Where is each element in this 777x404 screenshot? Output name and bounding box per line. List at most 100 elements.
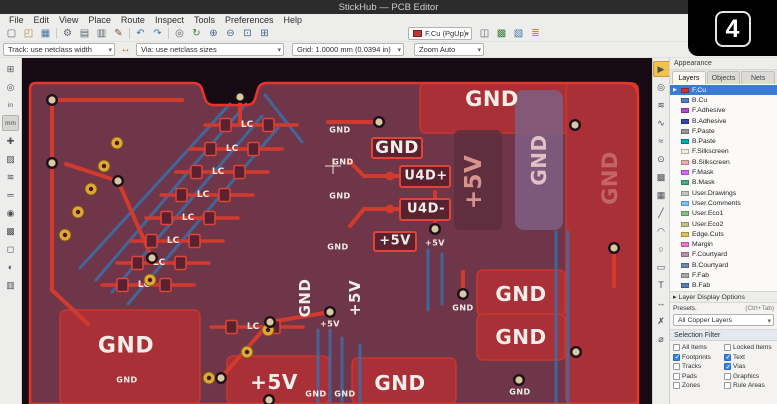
layer-color-swatch[interactable] <box>681 252 689 258</box>
checkbox-text[interactable] <box>724 353 731 361</box>
filter-pads[interactable]: Pads <box>673 372 723 380</box>
add-text-tool-icon[interactable]: T <box>658 280 664 290</box>
layer-color-swatch[interactable] <box>681 262 689 268</box>
zoom-in-icon[interactable]: ⊕ <box>209 28 218 39</box>
layers-manager-toggle-icon[interactable]: ▥ <box>6 279 15 290</box>
filter-text[interactable]: Text <box>724 353 774 361</box>
layer-row-b-paste[interactable]: B.Paste <box>670 136 777 146</box>
tab-nets[interactable]: Nets <box>741 71 776 84</box>
local-ratsnest-tool-icon[interactable]: ≋ <box>657 99 665 110</box>
layer-row-b-mask[interactable]: B.Mask <box>670 178 777 188</box>
filter-zones[interactable]: Zones <box>673 382 723 389</box>
page-settings-icon[interactable]: ▤ <box>79 28 90 39</box>
layer-color-swatch[interactable] <box>681 108 689 114</box>
filter-rule-areas[interactable]: Rule Areas <box>724 382 774 389</box>
3d-viewer-icon[interactable]: ▧ <box>513 28 524 39</box>
save-board-icon[interactable]: ▦ <box>40 28 51 39</box>
zoom-out-icon[interactable]: ⊖ <box>226 28 235 39</box>
checkbox-zones[interactable] <box>673 382 680 389</box>
tab-objects[interactable]: Objects <box>706 71 741 84</box>
undo-icon[interactable]: ↶ <box>136 28 145 39</box>
titlebar[interactable]: StickHub — PCB Editor <box>0 0 777 14</box>
layer-color-swatch[interactable] <box>681 170 689 176</box>
layer-color-swatch[interactable] <box>681 200 689 206</box>
checkbox-vias[interactable] <box>724 363 731 371</box>
track-display-mode-icon[interactable]: ═ <box>7 190 14 200</box>
polar-coordinates-icon[interactable]: ◎ <box>6 81 15 92</box>
layer-row-user-drawings[interactable]: User.Drawings <box>670 188 777 198</box>
zone-display-mode-icon[interactable]: ▩ <box>6 225 15 236</box>
filter-tracks[interactable]: Tracks <box>673 363 723 370</box>
open-board-icon[interactable]: ◰ <box>23 28 34 39</box>
tab-layers[interactable]: Layers <box>672 71 706 84</box>
checkbox-all-items[interactable] <box>673 344 680 351</box>
refresh-view-icon[interactable]: ↻ <box>192 28 201 39</box>
menu-tools[interactable]: Tools <box>193 15 215 25</box>
layer-row-f-paste[interactable]: F.Paste <box>670 126 777 136</box>
layer-row-edge-cuts[interactable]: Edge.Cuts <box>670 229 777 239</box>
layer-row-f-adhesive[interactable]: F.Adhesive <box>670 106 777 116</box>
redo-icon[interactable]: ↷ <box>153 28 162 39</box>
layer-row-b-adhesive[interactable]: B.Adhesive <box>670 116 777 126</box>
add-zone-tool-icon[interactable]: ▩ <box>656 171 666 182</box>
layer-row-b-courtyard[interactable]: B.Courtyard <box>670 260 777 270</box>
layer-row-b-fab[interactable]: B.Fab <box>670 281 777 291</box>
layer-color-swatch[interactable] <box>681 149 689 155</box>
layer-row-f-mask[interactable]: F.Mask <box>670 167 777 177</box>
pad-display-mode-icon[interactable]: ◻ <box>6 243 15 254</box>
draw-line-tool-icon[interactable]: ╱ <box>658 207 664 218</box>
select-tool-icon[interactable]: ▶ <box>652 61 670 77</box>
layer-color-swatch[interactable] <box>681 272 689 278</box>
draw-rectangle-tool-icon[interactable]: ▭ <box>656 261 666 272</box>
dimension-tool-icon[interactable]: ↔ <box>656 298 666 308</box>
route-diff-pair-tool-icon[interactable]: ≈ <box>658 136 664 146</box>
checkbox-footprints[interactable] <box>673 353 680 361</box>
highlight-net-tool-icon[interactable]: ◎ <box>657 81 665 92</box>
via-size-dropdown[interactable]: Via: use netclass sizes <box>136 43 284 56</box>
layer-color-swatch[interactable] <box>681 159 689 165</box>
menu-route[interactable]: Route <box>120 15 145 25</box>
layer-row-f-fab[interactable]: F.Fab <box>670 270 777 280</box>
layer-color-swatch[interactable] <box>681 231 689 237</box>
toggle-grid-icon[interactable]: ⊞ <box>6 63 15 74</box>
delete-tool-icon[interactable]: ✗ <box>657 315 665 326</box>
filter-graphics[interactable]: Graphics <box>724 372 774 380</box>
menu-help[interactable]: Help <box>283 15 303 25</box>
track-width-dropdown[interactable]: Track: use netclass width <box>3 43 115 56</box>
layer-color-swatch[interactable] <box>681 283 689 289</box>
layer-row-f-silkscreen[interactable]: F.Silkscreen <box>670 147 777 157</box>
zoom-dropdown[interactable]: Zoom Auto <box>414 43 484 56</box>
print-icon[interactable]: ▥ <box>96 28 107 39</box>
swap-layer-pair-icon[interactable]: ◫ <box>479 28 490 39</box>
layer-color-swatch[interactable] <box>681 128 689 134</box>
new-board-icon[interactable]: ▢ <box>6 28 17 39</box>
menu-edit[interactable]: Edit <box>33 15 50 25</box>
high-contrast-mode-icon[interactable]: ◐ <box>7 262 14 272</box>
filter-locked-items[interactable]: Locked Items <box>724 344 774 351</box>
menu-inspect[interactable]: Inspect <box>154 15 184 25</box>
plot-icon[interactable]: ✎ <box>114 28 123 39</box>
zoom-fit-icon[interactable]: ⊡ <box>243 28 252 39</box>
layer-color-swatch[interactable] <box>681 87 689 93</box>
checkbox-locked-items[interactable] <box>724 344 731 351</box>
layer-color-swatch[interactable] <box>681 211 689 217</box>
zoom-to-selection-icon[interactable]: ⊞ <box>260 28 269 39</box>
footprint-editor-icon[interactable]: ▩ <box>496 28 507 39</box>
filter-vias[interactable]: Vias <box>724 363 774 371</box>
measure-tool-icon[interactable]: ⌀ <box>658 333 664 344</box>
add-via-tool-icon[interactable]: ⊙ <box>657 153 665 164</box>
board-setup-icon[interactable]: ⚙ <box>63 28 72 39</box>
find-icon[interactable]: ◎ <box>175 28 184 39</box>
presets-dropdown[interactable]: All Copper Layers <box>673 314 774 326</box>
scripting-console-icon[interactable]: ≣ <box>531 28 540 39</box>
checkbox-tracks[interactable] <box>673 363 680 370</box>
draw-circle-tool-icon[interactable]: ○ <box>658 244 664 254</box>
layer-color-swatch[interactable] <box>681 180 689 186</box>
layer-display-options[interactable]: ▸ Layer Display Options <box>670 292 777 303</box>
via-display-mode-icon[interactable]: ◉ <box>6 207 15 218</box>
menu-place[interactable]: Place <box>88 15 111 25</box>
layer-color-swatch[interactable] <box>681 221 689 227</box>
cursor-full-crosshair-icon[interactable]: ✚ <box>6 135 15 146</box>
layer-color-swatch[interactable] <box>681 190 689 196</box>
